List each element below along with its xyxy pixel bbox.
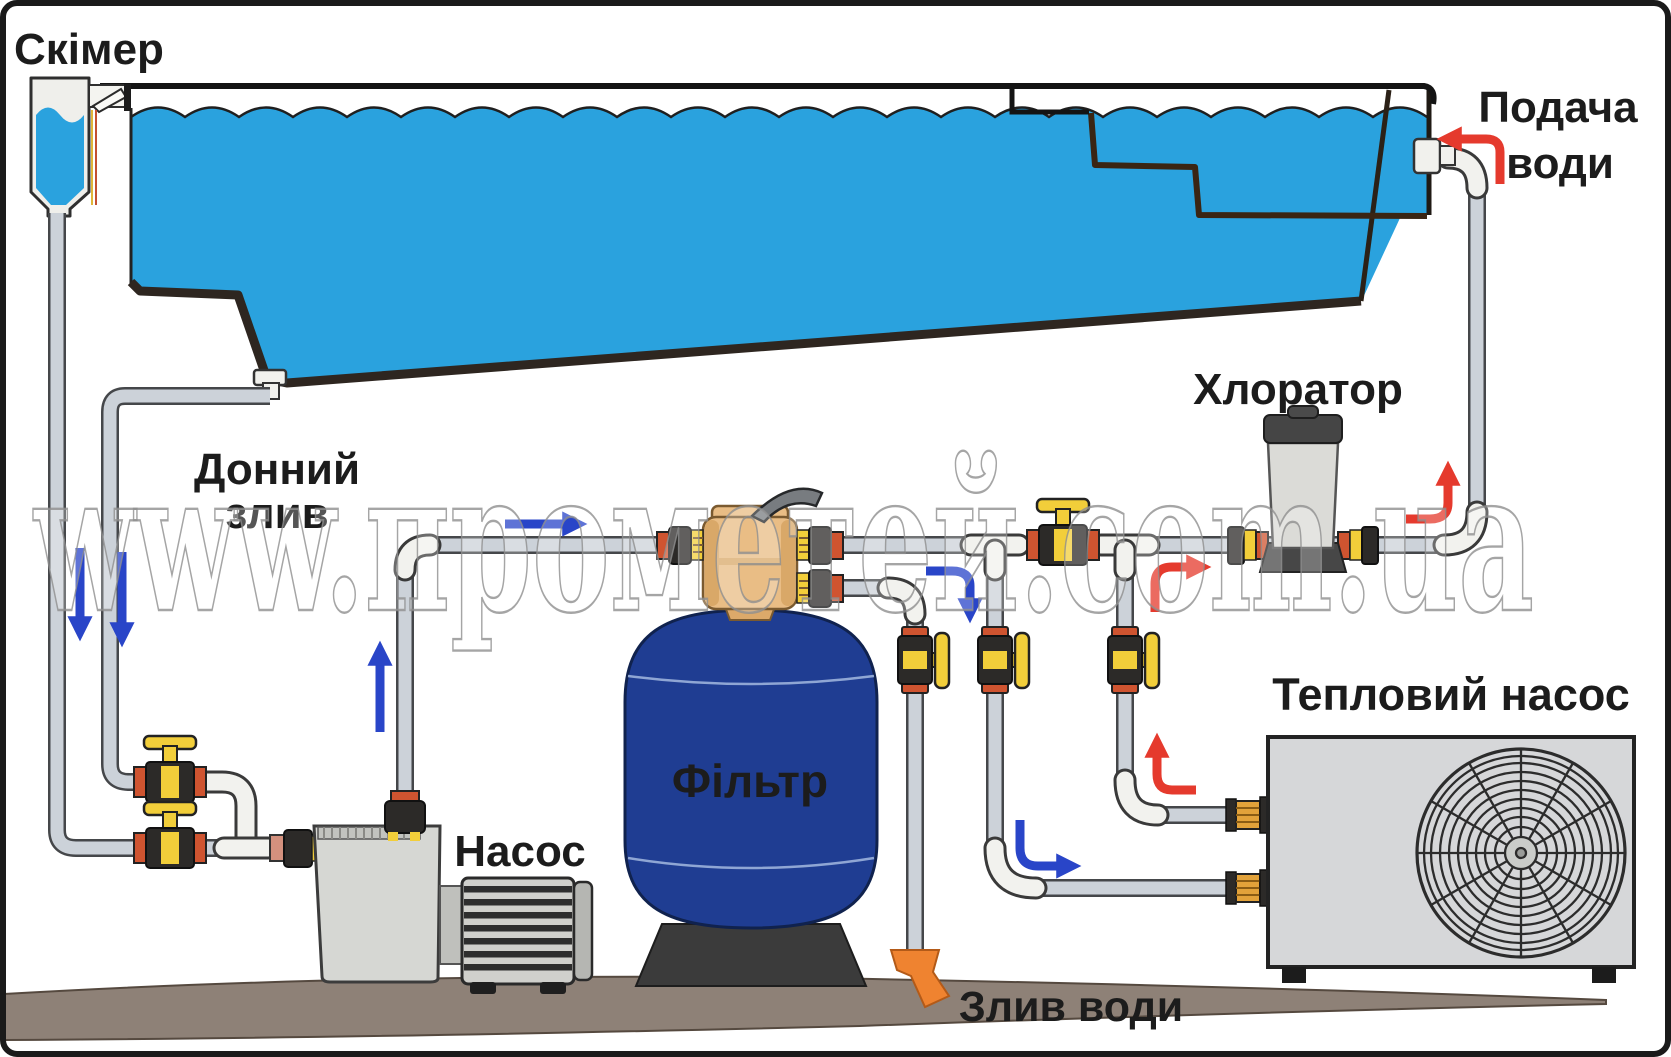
filter (623, 487, 879, 987)
heat-pump (1225, 735, 1636, 983)
pump-foot-right (540, 982, 566, 994)
label-skimmer: Скімер (14, 25, 164, 74)
arrow-chlorinator-out-up (1406, 460, 1461, 524)
label-heat-pump: Тепловий насос (1272, 669, 1630, 720)
tee-left-assembly (193, 770, 280, 860)
labels: Скімер Подача води Донний злив Хлоратор … (14, 25, 1638, 1031)
pump-outlet-union (384, 800, 426, 834)
label-pump: Насос (454, 827, 585, 876)
label-bottom-drain-1: Донний (194, 445, 360, 494)
pump (269, 790, 594, 994)
label-bottom-drain-2: злив (225, 489, 328, 538)
chlorinator-left-union (1227, 526, 1269, 565)
pump-motor-endcap (572, 880, 594, 982)
pool (100, 83, 1437, 400)
pump-outlet-band2 (410, 832, 420, 841)
valve-heatpump-cold (977, 626, 1031, 694)
multiport-valve-handle (749, 487, 824, 524)
heatpump-hot-union (1225, 796, 1271, 834)
valve-waste (897, 626, 951, 694)
pool-handrail (1009, 86, 1089, 115)
filter-seam-bottom (627, 856, 875, 870)
filter-left-port-union (656, 526, 704, 565)
valve-skimmer (133, 800, 207, 869)
pump-inlet-gasket (269, 834, 285, 862)
elbow-pump-riser (393, 533, 442, 582)
heatpump-foot-left (1282, 967, 1306, 983)
elbow-supply-bottom (1432, 500, 1489, 557)
pool-floor-border (127, 278, 1362, 388)
pump-inlet-union (283, 829, 313, 868)
supply-wall-fitting (1412, 137, 1456, 175)
arrow-supply-left (1436, 126, 1505, 184)
arrow-main-right (1150, 554, 1212, 612)
heatpump-foot-right (1592, 967, 1616, 983)
pump-coupling (439, 885, 463, 965)
label-supply-2: води (1506, 139, 1614, 188)
arrow-heatpump-out-up (1144, 732, 1196, 795)
pump-outlet-band1 (388, 832, 398, 841)
label-supply-1: Подача (1478, 83, 1638, 132)
pump-motor-fins (464, 886, 572, 971)
chlorinator (1227, 405, 1379, 573)
pipe-skimmer-suction (48, 213, 138, 857)
label-filter: Фільтр (672, 755, 828, 807)
filter-base (634, 923, 868, 987)
chlorinator-right-union (1337, 526, 1379, 565)
filter-waste-port-union (796, 569, 844, 608)
pump-foot-left (470, 982, 496, 994)
flow-arrows (67, 126, 1505, 879)
heatpump-cold-union (1225, 869, 1271, 907)
pipe-bottom-drain (101, 387, 270, 791)
tee-cold-branch (959, 533, 1031, 582)
filter-seam-top (627, 674, 875, 686)
pump-housing (312, 824, 442, 984)
filter-right-top-port-union (796, 526, 844, 565)
elbow-cold-branch-bottom (983, 836, 1048, 900)
heatpump-fan-grille (1415, 747, 1627, 959)
elbow-waste (876, 576, 927, 626)
skimmer-water (36, 107, 84, 205)
chlorinator-cap-knob (1287, 405, 1319, 419)
deck-line (100, 83, 1437, 105)
multiport-valve-band (704, 558, 796, 565)
pool-water (131, 107, 1429, 382)
label-chlorinator: Хлоратор (1193, 365, 1403, 414)
pool-stair-stringer-line (1358, 89, 1392, 302)
waste-drain-funnel (889, 949, 951, 1009)
label-water-drain: Злив води (959, 983, 1183, 1031)
arrow-into-heatpump (1015, 820, 1082, 879)
arrow-waste-down (926, 566, 983, 624)
valve-main-line (1026, 497, 1100, 566)
filter-tank (623, 608, 879, 930)
pool-steps (1088, 112, 1428, 219)
valve-bottom-drain (133, 734, 207, 803)
water-surface-outline (130, 106, 1428, 119)
skimmer-weir-pivot (124, 84, 131, 111)
skimmer (29, 76, 131, 218)
elbow-hot-return-bottom (1113, 768, 1170, 827)
tee-hot-return (1089, 533, 1161, 582)
watermark: www.прометей.com.ua (33, 427, 1534, 656)
valve-heatpump-hot (1107, 626, 1161, 694)
